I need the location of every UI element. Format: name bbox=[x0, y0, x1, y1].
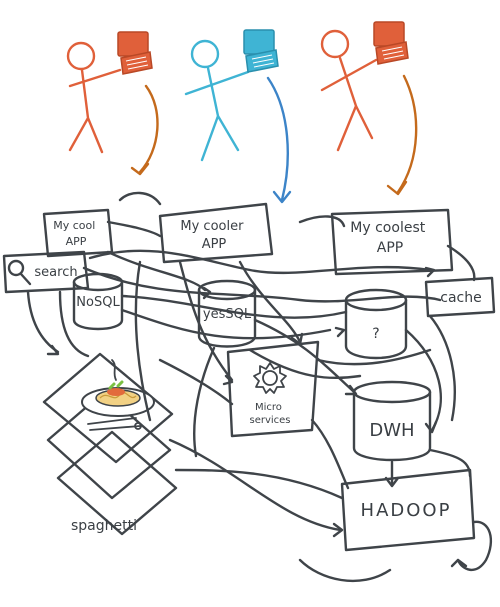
connection-line bbox=[174, 468, 344, 500]
arrow-head bbox=[46, 344, 60, 356]
arrow-head bbox=[332, 522, 344, 538]
laptop-icon bbox=[373, 21, 409, 65]
yessql-label: yesSQL bbox=[203, 307, 252, 322]
nosql-label: NoSQL bbox=[76, 295, 120, 310]
connection-line bbox=[253, 318, 356, 394]
user-middle-head bbox=[190, 39, 220, 69]
arrow-head bbox=[202, 286, 212, 300]
micro-label: Micro services bbox=[249, 402, 290, 426]
connection-line bbox=[118, 191, 162, 206]
arrow-head bbox=[424, 420, 438, 434]
laptop-icon bbox=[243, 29, 279, 73]
connection-line bbox=[456, 520, 493, 571]
laptop-icon bbox=[117, 31, 153, 75]
cache-box: cache bbox=[424, 276, 496, 318]
connection-line bbox=[82, 266, 442, 303]
connection-line bbox=[310, 418, 350, 490]
search-label: search bbox=[34, 265, 77, 280]
connection-line bbox=[58, 290, 90, 358]
connection-line bbox=[88, 249, 432, 275]
arrow-head bbox=[334, 326, 346, 338]
arrow-head bbox=[130, 162, 150, 176]
connection-line bbox=[446, 244, 476, 282]
connection-line bbox=[298, 215, 346, 228]
gear-icon bbox=[253, 362, 287, 394]
arrow-head bbox=[384, 476, 400, 488]
magnifier-icon bbox=[7, 259, 32, 286]
connection-line bbox=[120, 294, 348, 319]
arrow-heads bbox=[46, 266, 438, 538]
cache-label: cache bbox=[440, 290, 481, 306]
connection-line bbox=[193, 346, 216, 458]
user-arrows bbox=[130, 74, 418, 204]
user-left bbox=[66, 31, 153, 154]
user-left-body bbox=[68, 68, 122, 154]
arrow-head bbox=[424, 266, 436, 278]
arrow-head bbox=[290, 332, 304, 346]
spaghetti-label: spaghetti bbox=[71, 518, 137, 534]
connection-line bbox=[134, 260, 152, 422]
user-left-head bbox=[66, 41, 96, 71]
connection-line bbox=[428, 448, 472, 478]
connection-line bbox=[428, 314, 456, 422]
app3-box: My coolest APP bbox=[330, 208, 454, 276]
user-middle bbox=[184, 29, 279, 162]
dwh-label: DWH bbox=[369, 420, 414, 441]
hadoop-box: HADOOP bbox=[340, 468, 476, 552]
app2-box: My cooler APP bbox=[158, 202, 274, 264]
user-right-body bbox=[320, 56, 378, 152]
connection-line bbox=[26, 290, 60, 354]
microservices-box: Micro services bbox=[226, 340, 320, 438]
connection-line bbox=[106, 220, 162, 238]
user-right bbox=[320, 21, 409, 152]
connection-line bbox=[404, 328, 443, 432]
search-box: search bbox=[2, 250, 90, 294]
app1-label: My cool APP bbox=[53, 219, 99, 248]
stack-card-front bbox=[42, 352, 174, 464]
arrow-head bbox=[272, 190, 292, 204]
connection-line bbox=[298, 558, 392, 583]
arrow-user-right bbox=[396, 74, 418, 194]
app2-label: My cooler APP bbox=[180, 219, 247, 252]
spaghetti-stack: spaghetti bbox=[42, 352, 178, 536]
connection-line bbox=[248, 348, 362, 380]
arrow-head bbox=[222, 374, 234, 386]
arrow-head bbox=[450, 558, 468, 568]
user-middle-body bbox=[184, 66, 250, 162]
arrow-user-middle bbox=[266, 76, 289, 202]
arrow-head bbox=[344, 384, 358, 396]
app1-box: My cool APP bbox=[42, 208, 114, 258]
connection-line bbox=[178, 260, 234, 382]
connection-line bbox=[316, 348, 432, 366]
hadoop-label: HADOOP bbox=[361, 500, 452, 521]
dwh-db: DWH bbox=[352, 380, 432, 462]
app3-label: My coolest APP bbox=[350, 220, 429, 256]
spaghetti-plate-icon bbox=[81, 359, 155, 431]
stack-card-back bbox=[56, 430, 178, 536]
connection-line bbox=[158, 358, 234, 406]
arrow-user-left bbox=[138, 84, 159, 174]
arrow-head bbox=[386, 180, 408, 196]
question-label: ? bbox=[372, 326, 379, 342]
connection-line bbox=[238, 260, 302, 344]
nosql-db: NoSQL bbox=[72, 272, 124, 331]
connection-line bbox=[106, 250, 207, 292]
user-right-head bbox=[320, 29, 350, 59]
